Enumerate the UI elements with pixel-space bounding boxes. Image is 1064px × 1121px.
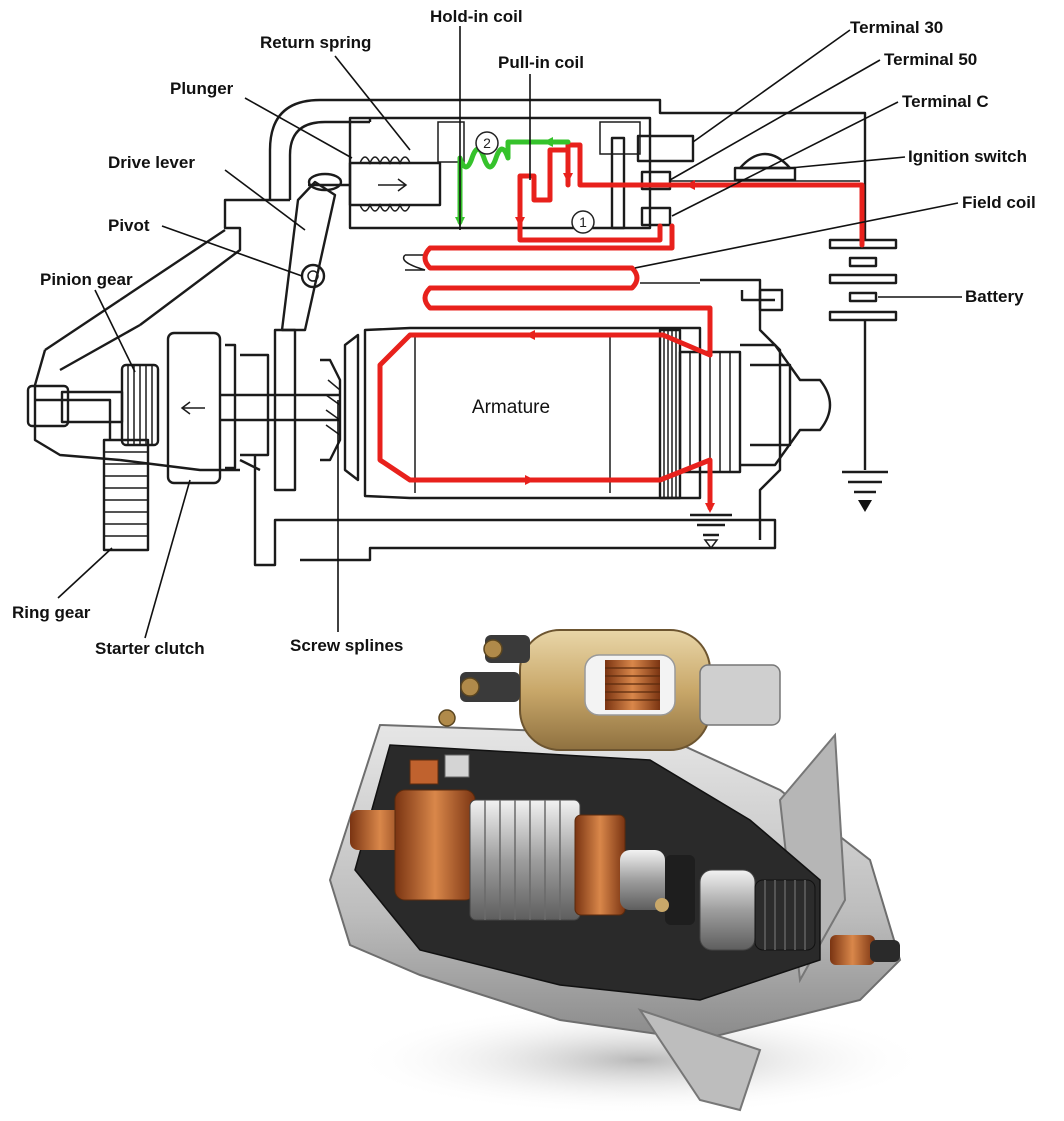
marker-one: 1 bbox=[571, 210, 595, 234]
marker-two-label: 2 bbox=[483, 135, 491, 151]
return-spring-label: Return spring bbox=[260, 33, 371, 52]
ignition-switch-label: Ignition switch bbox=[908, 147, 1027, 166]
terminal-c-label: Terminal C bbox=[902, 92, 989, 111]
ring-gear-label: Ring gear bbox=[12, 603, 91, 622]
field-coil-label: Field coil bbox=[962, 193, 1036, 212]
hold-in-coil-label: Hold-in coil bbox=[430, 7, 523, 26]
pull-in-coil-label: Pull-in coil bbox=[498, 53, 584, 72]
plunger-label: Plunger bbox=[170, 79, 234, 98]
main-current-path bbox=[377, 142, 865, 513]
marker-one-label: 1 bbox=[579, 214, 587, 230]
battery-label: Battery bbox=[965, 287, 1024, 306]
terminal-30-label: Terminal 30 bbox=[850, 18, 943, 37]
marker-two: 2 bbox=[475, 131, 499, 155]
armature-label: Armature bbox=[472, 397, 550, 418]
leader-lines bbox=[57, 26, 962, 639]
pinion-gear-label: Pinion gear bbox=[40, 270, 133, 289]
terminal-50-label: Terminal 50 bbox=[884, 50, 977, 69]
starter-clutch-label: Starter clutch bbox=[95, 639, 205, 658]
drive-lever-label: Drive lever bbox=[108, 153, 195, 172]
starter-housing-outline bbox=[26, 98, 898, 567]
screw-splines-label: Screw splines bbox=[290, 636, 403, 655]
pivot-label: Pivot bbox=[108, 216, 150, 235]
starter-motor-cutaway-render bbox=[328, 629, 930, 1115]
